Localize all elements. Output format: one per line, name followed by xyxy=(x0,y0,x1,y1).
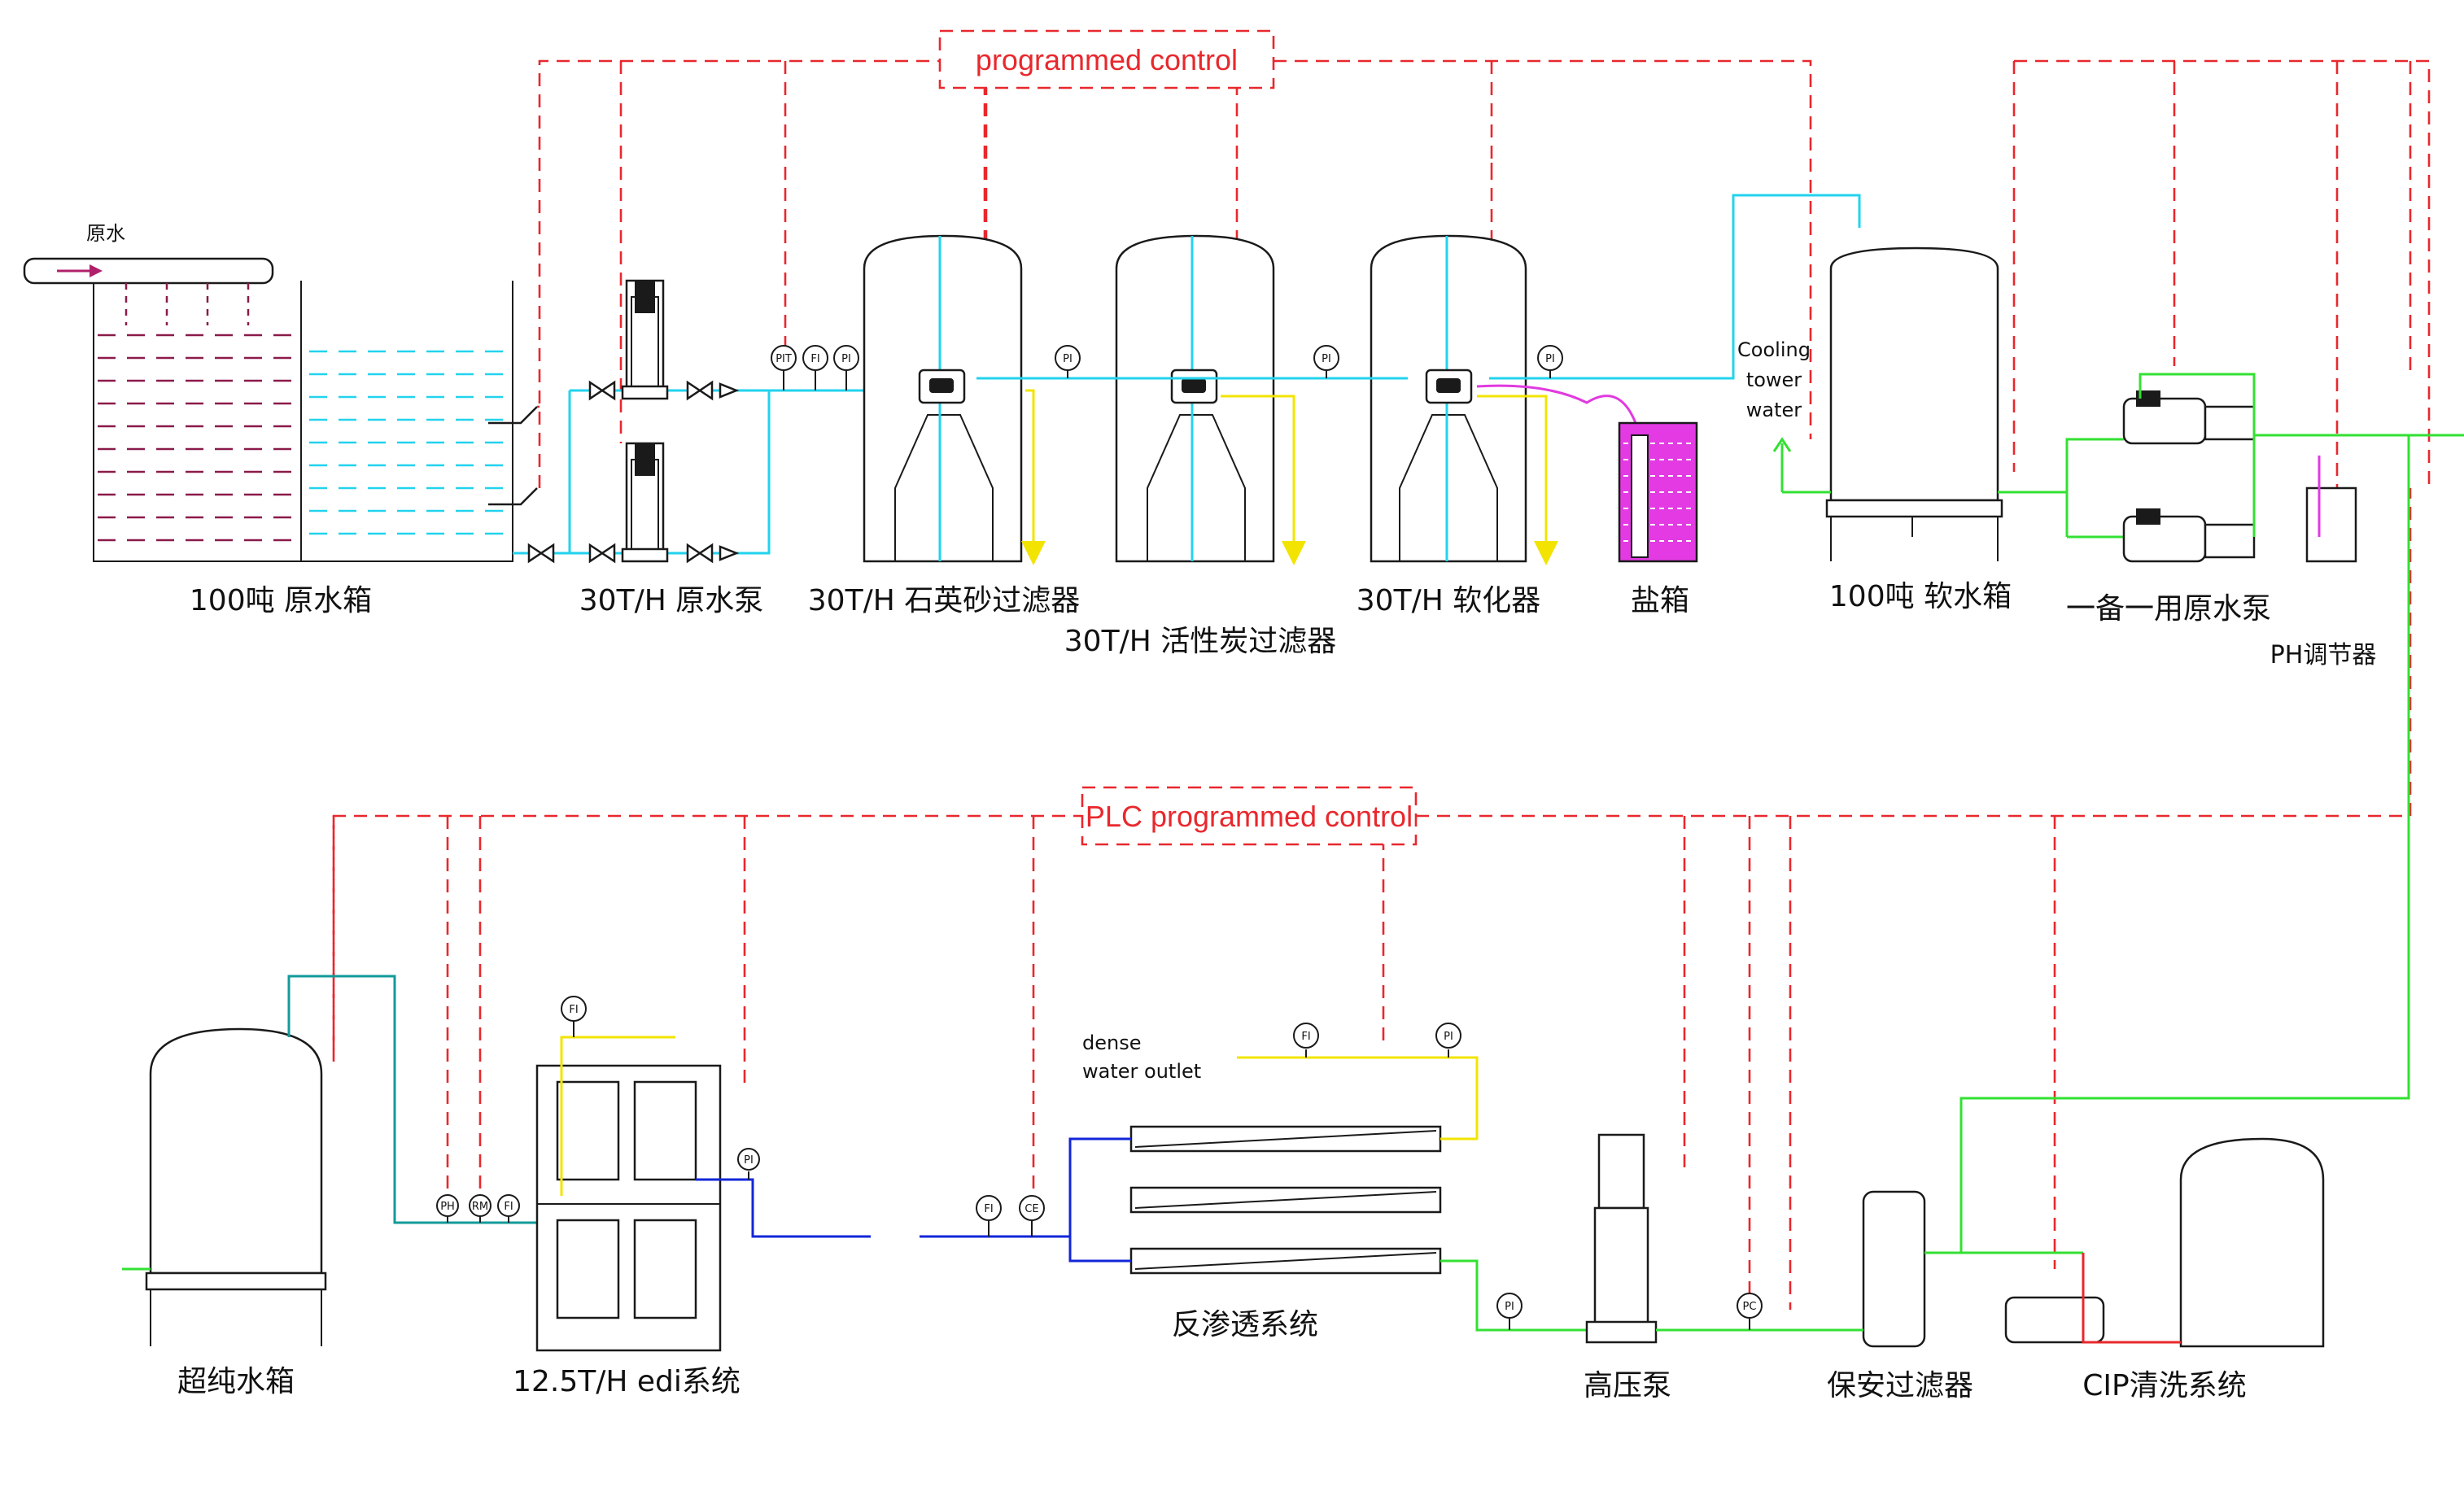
svg-text:FI: FI xyxy=(984,1203,993,1215)
raw-tank-right-water xyxy=(309,350,505,535)
carbon-filter xyxy=(1115,234,1306,565)
soft-water-tank xyxy=(1825,246,2003,561)
gauge-rm: RM xyxy=(469,1194,491,1223)
control-title-top: programmed control xyxy=(938,29,1275,89)
ph-regulator xyxy=(2305,456,2357,563)
gauge-ph: PH xyxy=(436,1194,459,1223)
label-sand-filter: 30T/H 石英砂过滤器 xyxy=(808,584,1080,617)
svg-text:RM: RM xyxy=(472,1201,488,1213)
svg-text:PI: PI xyxy=(1322,353,1331,365)
pump-valves xyxy=(527,380,740,564)
gauge-fi-product: FI xyxy=(976,1195,1002,1236)
svg-text:FI: FI xyxy=(504,1201,513,1213)
svg-text:PI: PI xyxy=(1505,1301,1514,1313)
label-raw-tank: 100吨 原水箱 xyxy=(190,584,372,617)
svg-text:PI: PI xyxy=(841,353,851,365)
gauge-fi-edi-1: FI xyxy=(497,1194,520,1223)
high-pressure-pump xyxy=(1585,1133,1658,1344)
control-title-bottom: PLC programmed control xyxy=(1081,786,1418,846)
label-ro: 反渗透系统 xyxy=(1172,1308,1318,1341)
svg-text:programmed control: programmed control xyxy=(976,43,1238,76)
cooling-tower-line1: Cooling xyxy=(1737,338,1811,361)
svg-text:PLC programmed control: PLC programmed control xyxy=(1086,800,1413,833)
svg-text:PH: PH xyxy=(440,1201,455,1213)
gauge-pi-hp: PI xyxy=(1496,1293,1523,1330)
raw-water-tank: 原水 xyxy=(23,222,540,562)
label-softener: 30T/H 软化器 xyxy=(1357,584,1540,617)
gauge-pi-edi: PI xyxy=(737,1148,760,1180)
label-raw-pump: 30T/H 原水泵 xyxy=(579,584,763,617)
svg-text:PI: PI xyxy=(1444,1031,1453,1043)
label-ph-regulator: PH调节器 xyxy=(2270,641,2377,669)
cooling-tower-line2: tower xyxy=(1746,369,1802,391)
standby-pump-1 xyxy=(2122,390,2256,445)
gauge-pc: PC xyxy=(1737,1293,1763,1330)
dense-outlet-line2: water outlet xyxy=(1082,1060,1201,1083)
filter-interconnect xyxy=(976,194,1861,380)
label-security-filter: 保安过滤器 xyxy=(1827,1369,1973,1402)
label-standby-pump: 一备一用原水泵 xyxy=(2066,592,2271,626)
cooling-tower-line3: water xyxy=(1746,399,1802,421)
svg-text:PC: PC xyxy=(1743,1301,1757,1313)
svg-text:PIT: PIT xyxy=(775,353,792,365)
gauge-pit: PIT xyxy=(771,345,797,390)
gauge-pi-1: PI xyxy=(833,345,859,390)
softener xyxy=(1370,234,1637,565)
svg-text:FI: FI xyxy=(569,1004,578,1016)
gauge-pi-4: PI xyxy=(1537,345,1563,378)
dense-outlet-line1: dense xyxy=(1082,1031,1141,1054)
label-cip: CIP清洗系统 xyxy=(2082,1369,2246,1402)
control-lines-bottom xyxy=(332,488,2412,1310)
svg-text:PI: PI xyxy=(744,1154,754,1167)
ro-system xyxy=(920,1056,1587,1332)
gauge-fi-1: FI xyxy=(802,345,828,390)
sand-filter xyxy=(863,234,1046,565)
gauge-pi-ro: PI xyxy=(1435,1023,1461,1058)
svg-text:PI: PI xyxy=(1063,353,1073,365)
svg-text:PI: PI xyxy=(1545,353,1555,365)
gauge-pi-2: PI xyxy=(1055,345,1081,378)
raw-water-pump-2 xyxy=(621,442,669,563)
ultrapure-water-tank xyxy=(145,1027,327,1346)
svg-text:FI: FI xyxy=(810,353,819,365)
label-edi: 12.5T/H edi系统 xyxy=(513,1365,741,1398)
gauge-fi-ro: FI xyxy=(1293,1023,1319,1058)
control-lines-top xyxy=(538,37,2431,488)
cip-system xyxy=(2004,1137,2325,1348)
label-ultrapure-tank: 超纯水箱 xyxy=(177,1365,295,1398)
gauge-fi-edi-2: FI xyxy=(561,996,587,1037)
security-filter xyxy=(1862,1190,1926,1348)
raw-water-pump-1 xyxy=(621,279,669,400)
label-salt-tank: 盐箱 xyxy=(1631,584,1689,617)
salt-tank xyxy=(1618,421,1698,563)
raw-tank-left-water xyxy=(98,334,293,542)
gauge-ce: CE xyxy=(1019,1195,1045,1236)
standby-pump-2 xyxy=(2122,508,2256,563)
label-soft-tank: 100吨 软水箱 xyxy=(1829,580,2012,613)
label-hp-pump: 高压泵 xyxy=(1584,1369,1671,1402)
edi-system xyxy=(535,1036,871,1352)
gauge-pi-3: PI xyxy=(1313,345,1339,378)
svg-text:FI: FI xyxy=(1301,1031,1310,1043)
svg-text:CE: CE xyxy=(1024,1203,1038,1215)
label-carbon-filter: 30T/H 活性炭过滤器 xyxy=(1064,625,1336,658)
svg-text:原水: 原水 xyxy=(86,222,125,245)
